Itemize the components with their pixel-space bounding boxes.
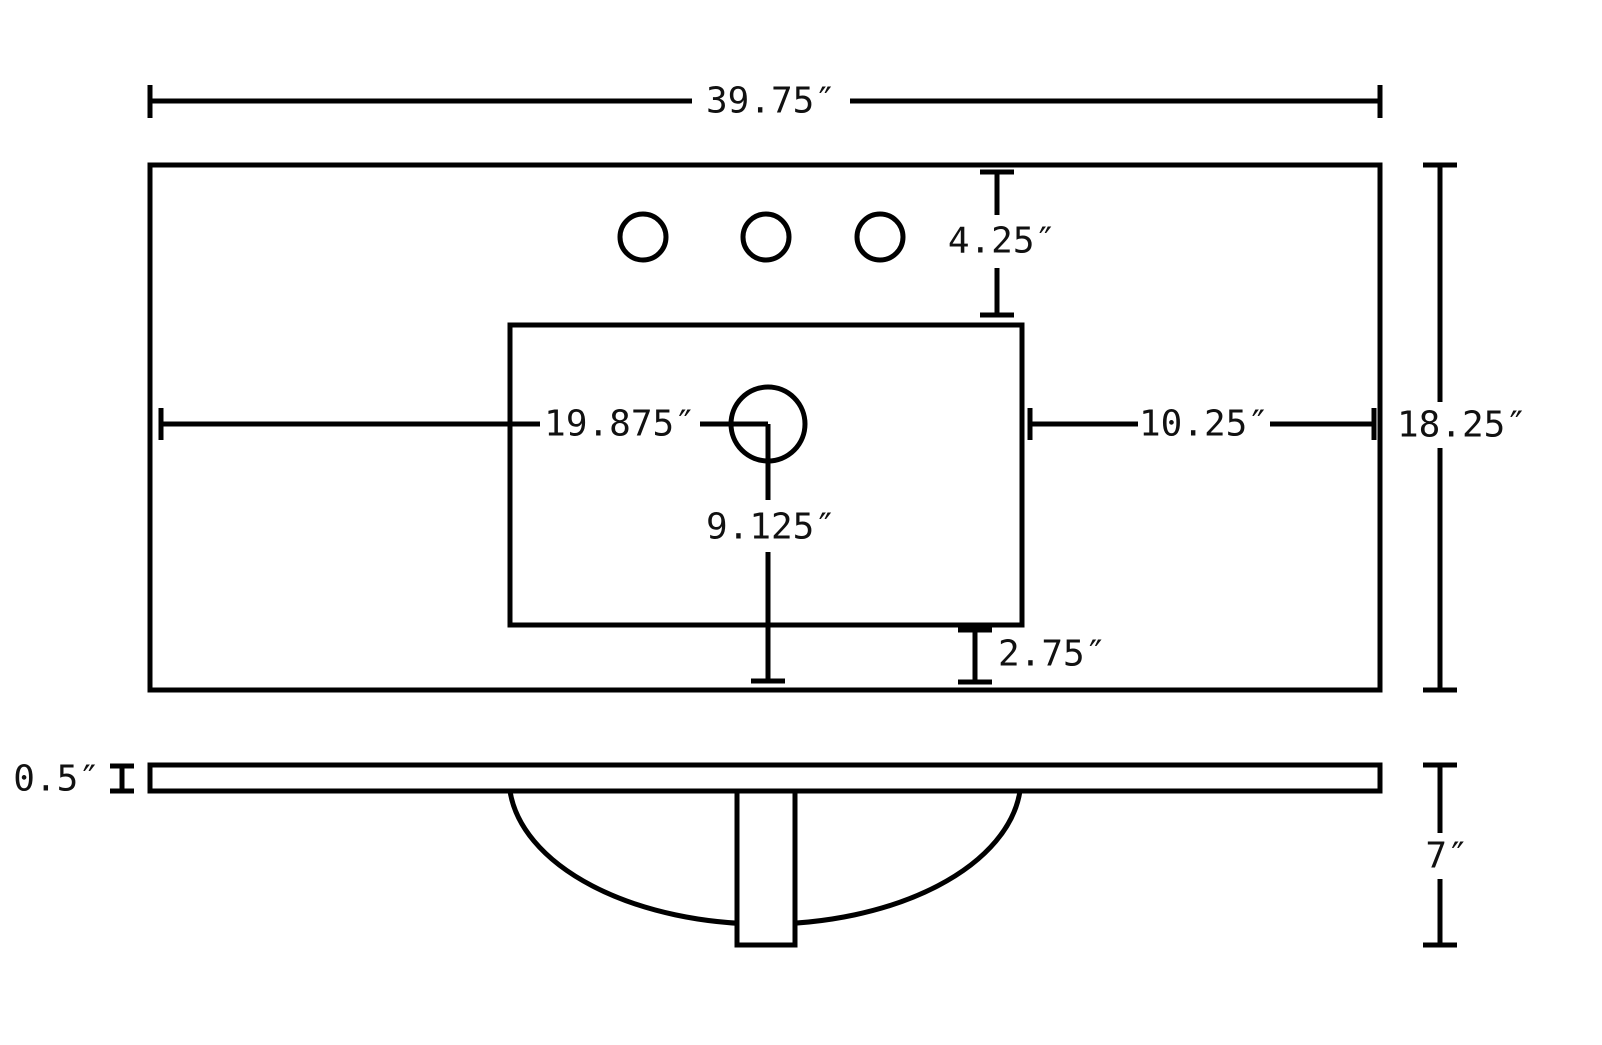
dim-drain-from-back-label: 9.125″ <box>706 507 836 548</box>
faucet-hole-center <box>740 211 792 263</box>
dim-overall-height-label: 7″ <box>1425 836 1468 877</box>
dim-overall-depth: 18.25″ <box>1397 162 1527 693</box>
dim-overall-width: 39.75″ <box>147 81 1383 122</box>
dim-overall-depth-label: 18.25″ <box>1397 405 1527 446</box>
drain-pipe-side-view <box>734 788 798 948</box>
faucet-hole-left <box>617 211 669 263</box>
countertop-top-view <box>147 162 1383 693</box>
dim-bowl-front-gap-label: 2.75″ <box>998 634 1106 675</box>
countertop-side-view <box>147 762 1383 794</box>
dim-faucet-offset: 4.25″ <box>948 169 1056 318</box>
dim-overall-height: 7″ <box>1423 762 1469 948</box>
dim-drain-from-back: 9.125″ <box>706 424 836 684</box>
dim-faucet-offset-label: 4.25″ <box>948 221 1056 262</box>
dim-drain-from-left: 19.875″ <box>158 404 768 445</box>
faucet-hole-right <box>854 211 906 263</box>
dim-drain-from-left-label: 19.875″ <box>544 404 696 445</box>
dim-slab-thickness: 0.5″ <box>13 759 134 800</box>
dim-bowl-front-gap: 2.75″ <box>958 627 1106 685</box>
dim-bowl-to-edge-label: 10.25″ <box>1139 404 1269 445</box>
dim-overall-width-label: 39.75″ <box>706 81 836 122</box>
dim-slab-thickness-label: 0.5″ <box>13 759 100 800</box>
dim-bowl-to-edge: 10.25″ <box>1027 404 1377 445</box>
